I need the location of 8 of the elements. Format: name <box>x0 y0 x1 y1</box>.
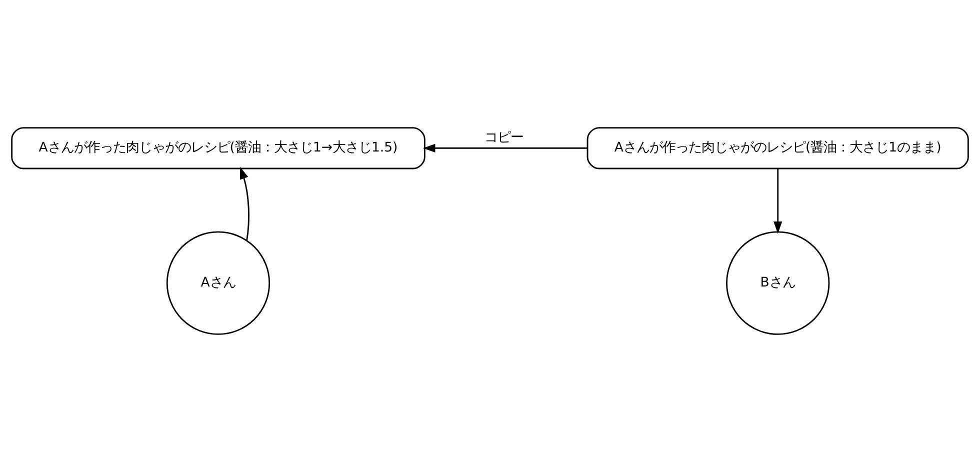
node-box: Aさんが作った肉じゃがのレシピ(醤油：大さじ1のまま) <box>586 127 969 170</box>
arrow <box>422 144 588 152</box>
arrow <box>240 166 250 241</box>
node-box: Aさんが作った肉じゃがのレシピ(醤油：大さじ1→大さじ1.5) <box>11 127 426 170</box>
edge-label: コピー <box>484 130 524 146</box>
node-circle: Aさん <box>166 231 270 335</box>
node-circle: Bさん <box>726 231 830 335</box>
arrow <box>774 168 782 234</box>
